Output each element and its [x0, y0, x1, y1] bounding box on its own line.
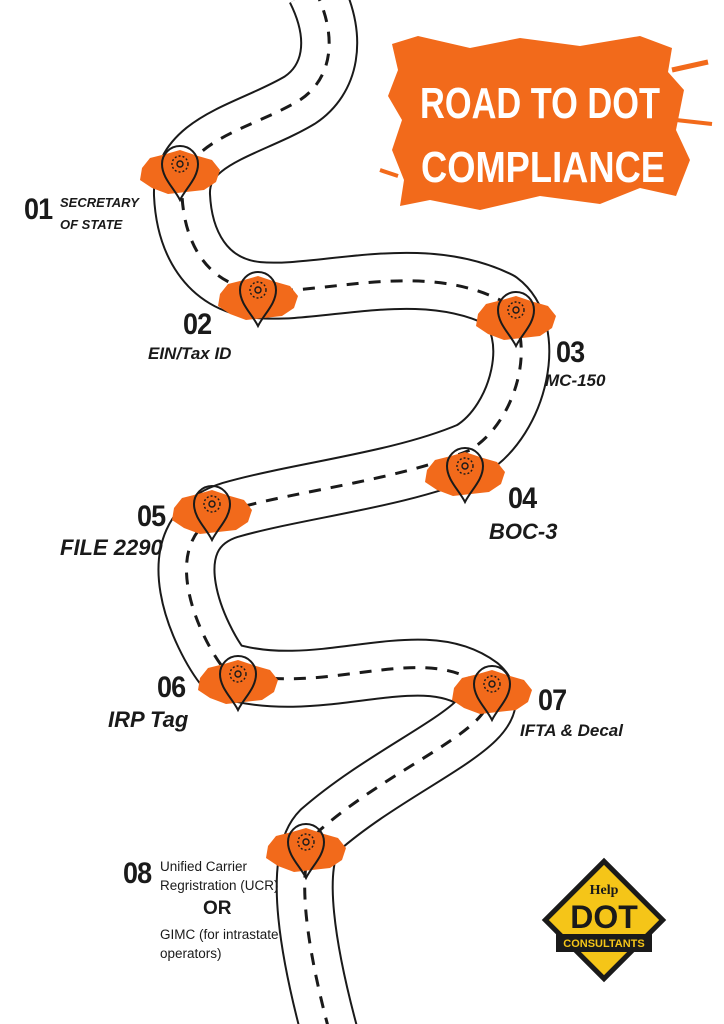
winding-road: [153, 0, 551, 1024]
step-5-label: FILE 2290: [60, 535, 163, 560]
pin-inner-ring: [483, 675, 501, 693]
step-3-label: MC-150: [545, 371, 606, 390]
step-3-number: 03: [556, 336, 585, 369]
pin-center-dot: [176, 160, 184, 168]
step-markers: [140, 145, 556, 881]
step-5-marker: [172, 485, 252, 543]
title-brush-shape: [388, 36, 690, 210]
pin-inner-ring: [249, 281, 267, 299]
step-8-label-line2: Regristration (UCR): [160, 878, 279, 893]
location-pin-icon: [472, 665, 512, 723]
step-8-label-line1: Unified Carrier: [160, 859, 248, 874]
logo-top-text: Help: [590, 883, 619, 898]
step-7-marker: [452, 665, 532, 723]
step-2-number: 02: [183, 308, 212, 341]
step-1-marker: [140, 145, 220, 203]
step-3-marker: [476, 291, 556, 349]
step-8-alt-line2: operators): [160, 946, 222, 961]
title-line-1: ROAD TO DOT: [420, 79, 660, 128]
step-8-alt-line1: GIMC (for intrastate: [160, 927, 279, 942]
step-8-or: OR: [203, 898, 232, 919]
pin-center-dot: [488, 680, 496, 688]
step-8-number: 08: [123, 857, 152, 890]
step-1-label-line2: OF STATE: [60, 217, 123, 232]
pin-inner-ring: [507, 301, 525, 319]
dot-consultants-logo: Help DOT CONSULTANTS: [541, 857, 667, 983]
step-6-number: 06: [157, 671, 186, 704]
pin-inner-ring: [203, 495, 221, 513]
pin-inner-ring: [456, 457, 474, 475]
step-5-number: 05: [137, 500, 166, 533]
title-banner: ROAD TO DOT COMPLIANCE: [379, 36, 713, 210]
pin-inner-ring: [297, 833, 315, 851]
step-7-number: 07: [538, 684, 567, 717]
step-4-marker: [425, 447, 505, 505]
logo-bottom-band: [556, 934, 652, 952]
pin-inner-ring: [229, 665, 247, 683]
step-1-label-line1: SECRETARY: [60, 195, 139, 210]
pin-center-dot: [512, 306, 520, 314]
step-7-label: IFTA & Decal: [520, 721, 623, 740]
pin-inner-ring: [171, 155, 189, 173]
step-4-label: BOC-3: [489, 519, 558, 544]
logo-bottom-text: CONSULTANTS: [563, 938, 644, 950]
step-2-marker: [218, 271, 298, 329]
title-line-2: COMPLIANCE: [421, 143, 665, 192]
road-center-line: [180, 0, 523, 1024]
step-2-label: EIN/Tax ID: [148, 344, 232, 363]
location-pin-icon: [218, 655, 258, 713]
pin-center-dot: [208, 500, 216, 508]
location-pin-icon: [192, 485, 232, 543]
location-pin-icon: [445, 447, 485, 505]
pin-center-dot: [234, 670, 242, 678]
pin-center-dot: [302, 838, 310, 846]
step-6-marker: [198, 655, 278, 713]
step-6-label: IRP Tag: [108, 707, 189, 732]
location-pin-icon: [496, 291, 536, 349]
logo-main-text: DOT: [570, 899, 638, 935]
location-pin-icon: [160, 145, 200, 203]
step-8-marker: [266, 823, 346, 881]
pin-center-dot: [254, 286, 262, 294]
step-1-number: 01: [24, 193, 53, 226]
pin-center-dot: [461, 462, 469, 470]
location-pin-icon: [238, 271, 278, 329]
step-4-number: 04: [508, 482, 537, 515]
location-pin-icon: [286, 823, 326, 881]
